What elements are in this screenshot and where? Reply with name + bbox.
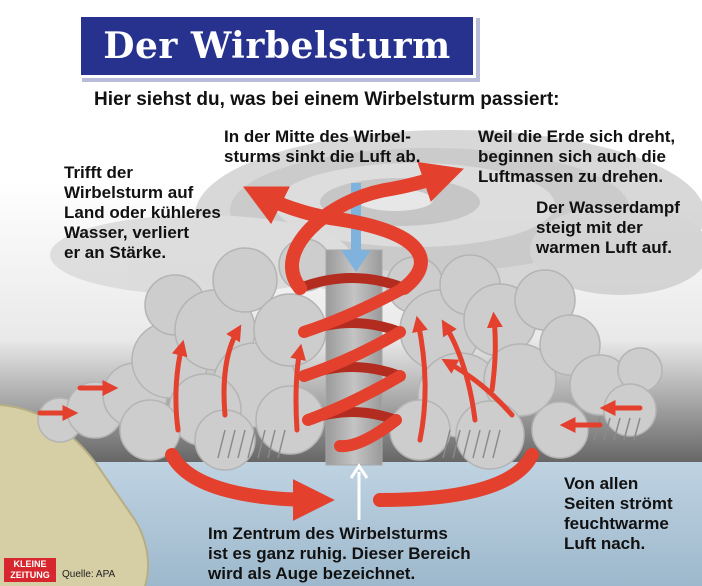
outflow-arrow-right <box>285 162 464 295</box>
spiral-front <box>298 282 410 453</box>
outflow-arrow-left <box>242 186 428 295</box>
source-credit: Quelle: APA <box>62 569 116 580</box>
label-eye-calm: Im Zentrum des Wirbelsturms ist es ganz … <box>208 524 471 583</box>
sea-inflow-arrow-right <box>373 448 539 507</box>
label-land-weakens: Trifft der Wirbelsturm auf Land oder küh… <box>64 163 221 262</box>
land <box>0 405 148 586</box>
sea-inflow-arrow-left <box>165 448 335 521</box>
subtitle: Hier siehst du, was bei einem Wirbelstur… <box>94 89 560 110</box>
title-banner: Der Wirbelsturm <box>78 14 476 78</box>
eye-calm-arrow <box>349 463 369 520</box>
label-center-sink: In der Mitte des Wirbel- sturms sinkt di… <box>224 127 421 166</box>
label-inflow: Von allen Seiten strömt feuchtwarme Luft… <box>564 474 673 553</box>
logo-line-1: KLEINE <box>13 559 47 569</box>
page-title: Der Wirbelsturm <box>103 25 451 67</box>
label-vapor-rises: Der Wasserdampf steigt mit der warmen Lu… <box>536 198 680 257</box>
publisher-logo: KLEINE ZEITUNG <box>4 558 56 582</box>
label-earth-rotates: Weil die Erde sich dreht, beginnen sich … <box>478 127 676 186</box>
logo-line-2: ZEITUNG <box>10 570 50 580</box>
inflow-arrows <box>37 379 643 434</box>
rising-air-arrows <box>171 311 515 443</box>
rain-streaks <box>217 417 641 459</box>
